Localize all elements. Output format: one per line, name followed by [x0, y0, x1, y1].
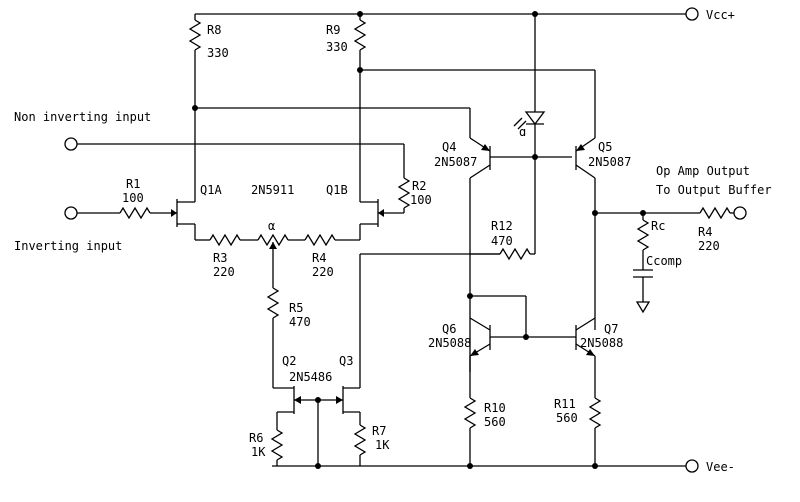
q4-part: 2N5087: [434, 155, 477, 169]
output-terminal[interactable]: [733, 206, 747, 220]
r11-resistor: [588, 397, 602, 429]
q5-name: Q5: [598, 140, 612, 154]
non-inverting-input-label: Non inverting input: [14, 110, 151, 124]
q4-name: Q4: [442, 140, 456, 154]
r11-value: 560: [556, 411, 578, 425]
r7-value: 1K: [375, 438, 390, 452]
r1-name: R1: [126, 177, 140, 191]
q1a-name: Q1A: [200, 183, 222, 197]
r1-value: 100: [122, 191, 144, 205]
q6-name: Q6: [442, 322, 456, 336]
q3-name: Q3: [339, 354, 353, 368]
output-label-line2: To Output Buffer: [656, 183, 772, 197]
r10-resistor: [463, 397, 477, 429]
r8-name: R8: [207, 23, 221, 37]
r9-name: R9: [326, 23, 340, 37]
vcc-label: Vcc+: [706, 8, 735, 22]
r3-name: R3: [213, 251, 227, 265]
r5-value: 470: [289, 315, 311, 329]
r4-output-resistor: [699, 206, 731, 220]
r2-name: R2: [412, 179, 426, 193]
r2-value: 100: [410, 193, 432, 207]
alpha-label: α: [268, 219, 275, 233]
r5-resistor: [266, 287, 280, 319]
vcc-terminal[interactable]: [685, 7, 699, 21]
vee-label: Vee-: [706, 460, 735, 474]
rc-name: Rc: [651, 219, 665, 233]
r9-value: 330: [326, 40, 348, 54]
r11-name: R11: [554, 397, 576, 411]
r1-resistor: [119, 206, 151, 220]
r4-input-resistor: [304, 233, 336, 247]
r2-resistor: [397, 177, 411, 209]
q3-part: 2N5486: [289, 370, 332, 384]
r6-value: 1K: [251, 445, 266, 459]
r3-resistor: [209, 233, 241, 247]
q7-name: Q7: [604, 322, 618, 336]
alpha-potentiometer: [257, 233, 289, 247]
r7-resistor: [353, 424, 367, 456]
rc-resistor: [636, 219, 650, 251]
q7-part: 2N5088: [580, 336, 623, 350]
diode-led: [524, 111, 546, 126]
r12-name: R12: [491, 219, 513, 233]
q5-part: 2N5087: [588, 155, 631, 169]
output-label-line1: Op Amp Output: [656, 164, 750, 178]
inverting-input-terminal[interactable]: [64, 206, 78, 220]
r10-value: 560: [484, 415, 506, 429]
q6-part: 2N5088: [428, 336, 471, 350]
ccomp-name: Ccomp: [646, 254, 682, 268]
inverting-input-label: Inverting input: [14, 239, 122, 253]
r9-resistor: [353, 19, 367, 51]
r8-resistor: [188, 19, 202, 51]
r4-output-value: 220: [698, 239, 720, 253]
r4-output-name: R4: [698, 225, 712, 239]
r5-name: R5: [289, 301, 303, 315]
r4-input-value: 220: [312, 265, 334, 279]
r3-value: 220: [213, 265, 235, 279]
r12-resistor: [499, 247, 531, 261]
ground-symbol: [635, 301, 651, 314]
q2-name: Q2: [282, 354, 296, 368]
non-inverting-input-terminal[interactable]: [64, 137, 78, 151]
q1b-name: Q1B: [326, 183, 348, 197]
r10-name: R10: [484, 401, 506, 415]
r12-value: 470: [491, 234, 513, 248]
diode-label: ɑ: [519, 125, 526, 139]
r6-name: R6: [249, 431, 263, 445]
r8-value: 330: [207, 46, 229, 60]
vee-terminal[interactable]: [685, 459, 699, 473]
r6-resistor: [270, 429, 284, 461]
q1-part: 2N5911: [251, 183, 294, 197]
r4-input-name: R4: [312, 251, 326, 265]
r7-name: R7: [372, 424, 386, 438]
